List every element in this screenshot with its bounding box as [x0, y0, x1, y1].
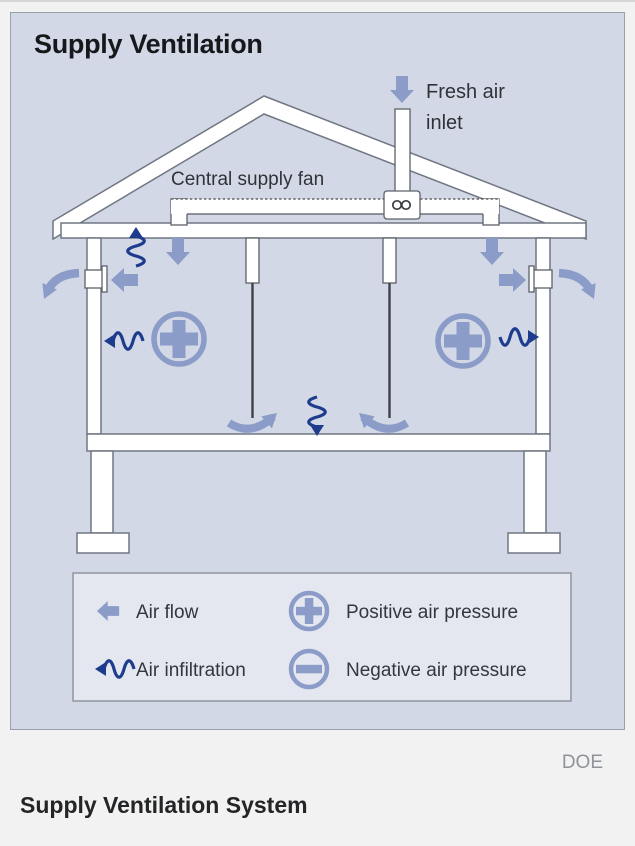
fresh-air-inlet-label-line2: inlet [426, 112, 463, 134]
right-underdoor-arrow-icon [353, 407, 410, 433]
legend-air-flow-label: Air flow [136, 602, 199, 623]
left-underdoor-arrow-icon [226, 407, 283, 433]
top-divider [0, 0, 635, 2]
right-vent-arrow-icon [499, 268, 526, 292]
credit-text: DOE [561, 752, 603, 773]
left-exterior-wall [86, 237, 102, 435]
right-pier [523, 450, 547, 534]
legend-positive-pressure-label: Positive air pressure [346, 602, 518, 623]
right-exhaust-arrow-icon [558, 268, 602, 303]
figure-caption: Supply Ventilation System [20, 792, 308, 818]
left-supply-arrow-icon [166, 238, 190, 265]
figure-title: Supply Ventilation [34, 29, 263, 59]
central-supply-fan [383, 190, 421, 220]
central-supply-fan-label: Central supply fan [171, 169, 324, 190]
legend-positive-pressure-icon [288, 590, 330, 632]
positive-pressure-left-icon [151, 311, 207, 367]
right-exterior-wall [535, 237, 551, 435]
legend-negative-pressure-label: Negative air pressure [346, 660, 527, 681]
fresh-air-inlet-label-line1: Fresh air [426, 81, 505, 103]
attic-floor [60, 222, 587, 239]
supply-duct [170, 198, 500, 226]
legend-air-infiltration-label: Air infiltration [136, 660, 246, 681]
figure-panel: Supply Ventilation [10, 12, 625, 730]
fan-icon [391, 199, 412, 211]
positive-pressure-right-icon [435, 313, 491, 369]
left-footing [76, 532, 130, 554]
left-exhaust-arrow-icon [36, 268, 80, 303]
left-wall-vent [84, 265, 108, 293]
legend-negative-pressure-icon [288, 648, 330, 690]
right-supply-arrow-icon [480, 238, 504, 265]
right-wall-vent [528, 265, 553, 293]
fresh-air-arrow-icon [390, 76, 414, 103]
fresh-air-duct [394, 108, 411, 194]
floor-band [86, 433, 551, 452]
left-pier [90, 450, 114, 534]
left-partition [245, 237, 260, 418]
floor-infiltration-icon [307, 395, 327, 438]
left-wall-infiltration-icon [102, 331, 145, 351]
left-vent-arrow-icon [111, 268, 138, 292]
right-partition [382, 237, 397, 418]
legend: Air flow Positive air pressure Air infil… [72, 572, 572, 702]
roof [52, 95, 587, 241]
right-wall-infiltration-icon [498, 327, 541, 347]
right-footing [507, 532, 561, 554]
ventilation-diagram: Central supply fan Fresh air inlet Air f… [36, 76, 602, 702]
